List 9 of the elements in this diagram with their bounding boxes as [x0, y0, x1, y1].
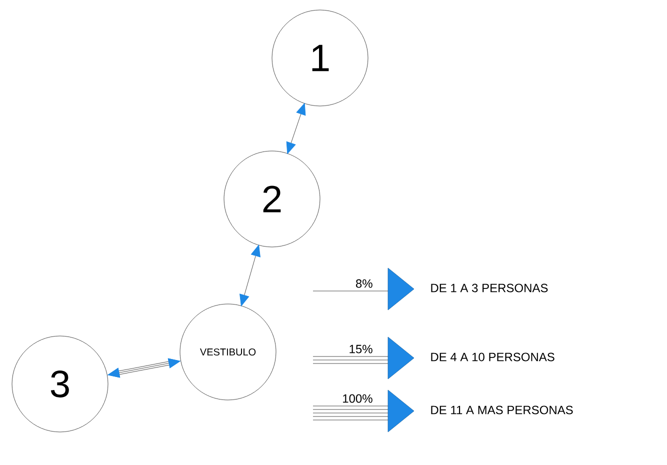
legend-text: DE 11 A MAS PERSONAS: [431, 406, 573, 414]
percentage-label: 100%: [343, 394, 372, 403]
legend-text: DE 4 A 10 PERSONAS: [431, 352, 554, 362]
arrow: [108, 358, 180, 378]
percentage-label: 15%: [350, 344, 372, 354]
legend-text: DE 1 A 3 PERSONAS: [431, 284, 548, 292]
arrow: [240, 244, 260, 306]
arrow: [286, 103, 306, 154]
percentage-label: 8%: [356, 279, 372, 288]
